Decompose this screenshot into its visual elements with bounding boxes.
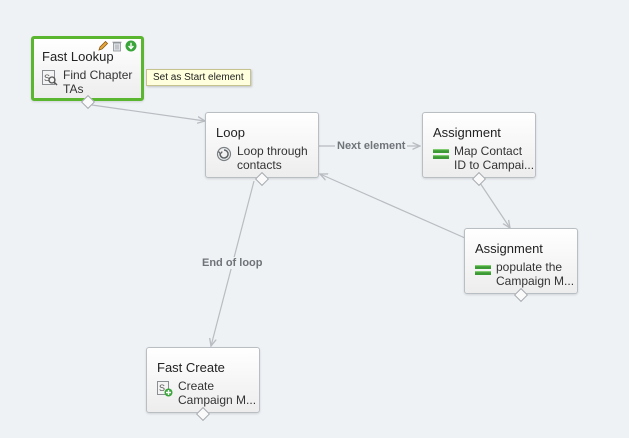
node-type-label: Fast Create xyxy=(157,360,225,375)
node-type-label: Assignment xyxy=(433,125,501,140)
node-fast-create[interactable]: Fast Create S Create Campaign M... xyxy=(146,347,260,413)
node-assignment-2[interactable]: Assignment populate the Campaign M... xyxy=(464,228,578,294)
node-label: Create Campaign M... xyxy=(178,379,257,407)
edge-label-end-of-loop: End of loop xyxy=(200,257,265,269)
delete-icon[interactable] xyxy=(111,39,123,52)
edit-icon[interactable] xyxy=(97,39,109,51)
node-fast-lookup[interactable]: Fast Lookup S Find Chapter TAs xyxy=(31,36,144,101)
node-loop[interactable]: Loop Loop through contacts xyxy=(205,112,319,178)
connector-assignment-2-to-loop[interactable] xyxy=(320,174,466,239)
tooltip: Set as Start element xyxy=(146,69,251,86)
node-actions xyxy=(97,39,139,52)
lookup-icon: S xyxy=(42,70,58,86)
loop-icon xyxy=(216,146,232,162)
node-type-label: Assignment xyxy=(475,241,543,256)
edge-label-next-element: Next element xyxy=(335,140,408,152)
svg-text:S: S xyxy=(44,73,50,83)
node-type-label: Fast Lookup xyxy=(42,49,114,64)
node-label: Loop through contacts xyxy=(237,144,308,172)
connector-lookup-to-loop[interactable] xyxy=(91,104,205,121)
set-start-icon[interactable] xyxy=(125,39,137,52)
assignment-icon xyxy=(475,262,491,278)
node-label: Map Contact ID to Campai... xyxy=(454,144,535,172)
node-label: Find Chapter TAs xyxy=(63,68,133,96)
node-type-label: Loop xyxy=(216,125,245,140)
connector-assignment-1-to-assignment-2[interactable] xyxy=(479,182,510,228)
svg-text:S: S xyxy=(159,383,165,393)
node-label: populate the Campaign M... xyxy=(496,260,575,288)
node-assignment-1[interactable]: Assignment Map Contact ID to Campai... xyxy=(422,112,536,178)
assignment-icon xyxy=(433,146,449,162)
create-icon: S xyxy=(157,381,173,397)
